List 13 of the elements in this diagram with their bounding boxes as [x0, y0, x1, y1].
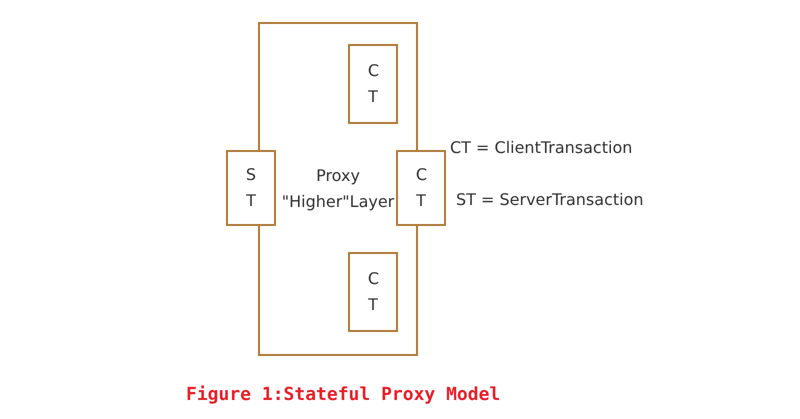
legend-note: CT = ClientTransaction — [450, 138, 632, 157]
transaction-box — [348, 44, 398, 124]
transaction-box — [226, 150, 276, 226]
box-label: C T — [416, 164, 426, 212]
box-label: C T — [368, 60, 378, 108]
box-label: S T — [246, 164, 256, 212]
proxy-layer-box — [258, 22, 418, 356]
box-label: C T — [368, 268, 378, 316]
legend-note: ST = ServerTransaction — [456, 190, 644, 209]
figure-caption: Figure 1:Stateful Proxy Model — [186, 384, 500, 405]
transaction-box — [348, 252, 398, 332]
transaction-box — [396, 150, 446, 226]
layer-label: Proxy "Higher"Layer — [280, 165, 396, 213]
